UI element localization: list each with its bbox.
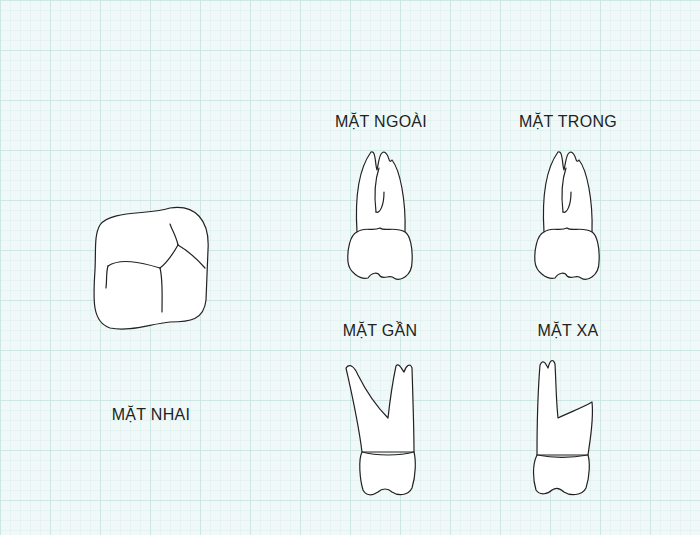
- view-label: MẶT XA: [537, 322, 598, 340]
- lingual-view: [535, 152, 599, 279]
- buccal-view: [348, 152, 412, 279]
- view-label: MẶT GẦN: [343, 322, 418, 340]
- occlusal-view: [94, 207, 208, 329]
- mesial-view: [346, 365, 415, 495]
- view-label: MẶT NHAI: [112, 406, 191, 424]
- distal-view: [534, 361, 593, 495]
- view-label: MẶT TRONG: [519, 113, 617, 131]
- view-label: MẶT NGOÀI: [335, 113, 427, 131]
